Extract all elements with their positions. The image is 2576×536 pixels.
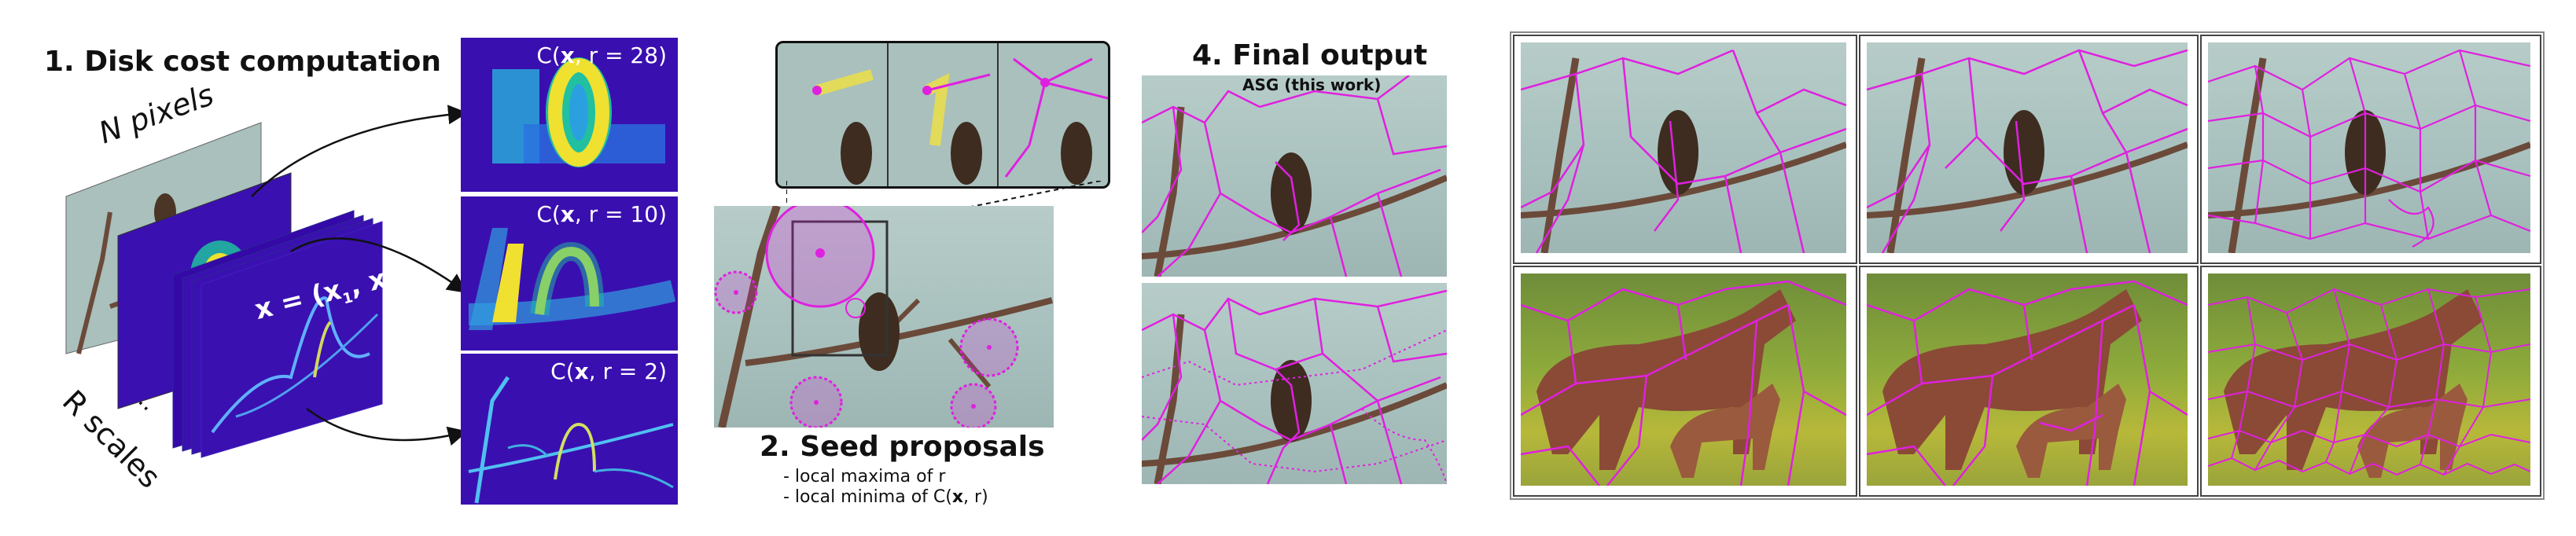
cost-panel-r2: C(x, r = 2) <box>461 354 678 505</box>
skeleton-line-icon <box>815 69 874 96</box>
arrow-icon <box>251 105 468 197</box>
seed-zoom-inset <box>775 41 1110 189</box>
cost-panel-r10: C(x, r = 10) <box>461 196 678 351</box>
grid-image-horse-1 <box>1521 274 1846 486</box>
image-stack <box>55 118 448 464</box>
grid-image-bird-2 <box>1867 42 2188 253</box>
arrow-icon <box>306 407 468 446</box>
final-output-bottom <box>1142 283 1447 484</box>
step4-subtitle: ASG (this work) <box>1242 75 1382 94</box>
panel-label-r10: C(x, r = 10) <box>536 201 667 227</box>
grid-image-bird-3 <box>2208 42 2530 253</box>
final-output-top <box>1142 75 1447 277</box>
heat-card-layers <box>172 210 383 458</box>
step1-title: 1. Disk cost computation <box>44 46 442 78</box>
grid-image-horse-3 <box>2208 274 2530 486</box>
grid-image-bird-1 <box>1521 42 1846 253</box>
step2-title: 2. Seed proposals <box>760 431 1045 463</box>
cost-panel-r28: C(x, r = 28) <box>461 38 678 192</box>
step2-bullet-2: - local minima of C(x, r) <box>783 487 988 507</box>
seed-photo <box>714 206 1054 428</box>
seed-circle-icon <box>765 206 875 308</box>
panel-label-r28: C(x, r = 28) <box>536 42 667 68</box>
step2-bullet-1: - local maxima of r <box>783 467 946 486</box>
step4-title: 4. Final output <box>1192 39 1428 72</box>
grid-image-horse-2 <box>1867 274 2188 486</box>
arrow-icon <box>290 237 468 293</box>
panel-label-r2: C(x, r = 2) <box>550 358 667 384</box>
step1-arrows <box>251 105 468 446</box>
